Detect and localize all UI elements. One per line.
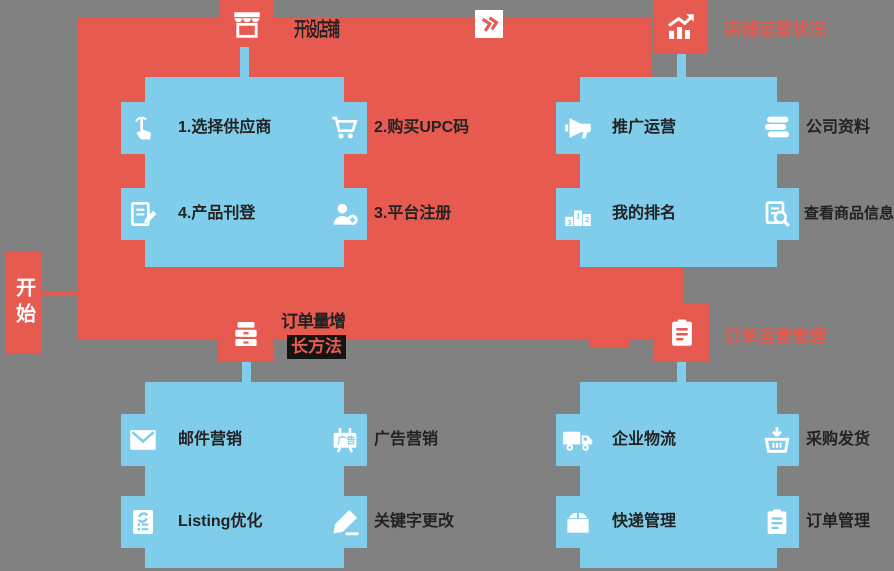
order-growth-item-tab: [323, 496, 367, 548]
order-management-item-tab: [556, 414, 600, 466]
order-growth-item-label: 邮件营销: [178, 431, 243, 448]
order-management-item-tab: [556, 496, 600, 548]
order-growth-item-label: Listing优化: [178, 513, 263, 530]
open-store-title: 开设店铺: [294, 19, 340, 41]
open-store-item-label: 2.购买UPC码: [374, 119, 470, 136]
store-status-item-label: 我的排名: [612, 205, 677, 222]
ranking-podium-icon: 3 1 2: [561, 197, 595, 231]
order-management-item-label: 订单管理: [806, 513, 871, 530]
document-refresh-icon: [127, 506, 159, 538]
document-search-icon: [761, 198, 793, 230]
double-chevron-icon: [477, 13, 501, 35]
storage-box-icon: [561, 505, 595, 539]
open-store-item-tab: [121, 188, 165, 240]
order-management-item-tab: [755, 414, 799, 466]
svg-text:1: 1: [576, 211, 581, 220]
shopping-cart-icon: [329, 112, 361, 144]
start-connector-line: [42, 291, 78, 296]
store-status-title-icon-square: [654, 0, 708, 54]
start-node: 开始: [5, 252, 42, 353]
megaphone-icon: [561, 111, 595, 145]
store-status-panel: [580, 77, 777, 267]
store-status-title: 店铺运营状况: [724, 20, 826, 39]
drawer-box-icon: [229, 317, 263, 351]
product-listing-icon: [127, 198, 159, 230]
order-growth-item-tab: [121, 496, 165, 548]
order-management-item-label: 企业物流: [612, 431, 677, 448]
store-status-item-tab: [755, 102, 799, 154]
order-management-item-label: 快递管理: [612, 513, 677, 530]
order-growth-title-line1: 订单量增: [281, 312, 346, 331]
basket-download-icon: [760, 423, 794, 457]
person-add-icon: [329, 198, 361, 230]
red-block-bottom-tab: [590, 340, 630, 348]
billboard-icon: 广告: [328, 423, 362, 457]
order-management-item-label: 采购发货: [806, 431, 871, 448]
svg-text:2: 2: [585, 215, 589, 224]
open-store-item-label: 4.产品刊登: [178, 205, 256, 222]
order-management-title-icon-square: [654, 304, 710, 362]
clipboard-icon: [761, 506, 793, 538]
open-store-panel: [145, 77, 344, 267]
books-icon: [760, 111, 794, 145]
order-growth-connector: [242, 362, 251, 382]
open-store-item-label: 3.平台注册: [374, 205, 452, 222]
hand-click-icon: [127, 112, 159, 144]
svg-text:3: 3: [567, 218, 571, 227]
storefront-icon: [230, 8, 264, 42]
open-store-title-icon-square: [220, 0, 274, 50]
order-management-title: 订单运营管理: [724, 327, 826, 346]
svg-text:广告: 广告: [337, 435, 355, 446]
store-status-item-tab: [556, 102, 600, 154]
open-store-connector: [240, 47, 249, 78]
order-management-panel: [580, 382, 777, 568]
pencil-icon: [328, 505, 362, 539]
open-store-item-tab: [323, 102, 367, 154]
truck-icon: [560, 422, 596, 458]
envelope-icon: [126, 423, 160, 457]
flow-step-marker: [475, 10, 503, 38]
store-status-item-label: 推广运营: [612, 119, 677, 136]
order-growth-item-label: 关键字更改: [374, 513, 455, 530]
store-status-item-tab: [755, 188, 799, 240]
order-growth-item-tab: 广告: [323, 414, 367, 466]
store-status-item-tab: 3 1 2: [556, 188, 600, 240]
open-store-item-label: 1.选择供应商: [178, 119, 272, 136]
order-management-item-tab: [755, 496, 799, 548]
open-store-item-tab: [323, 188, 367, 240]
clipboard-icon: [665, 316, 699, 350]
order-growth-panel: [145, 382, 344, 568]
store-status-item-label: 查看商品信息: [804, 205, 894, 222]
order-growth-item-tab: [121, 414, 165, 466]
open-store-item-tab: [121, 102, 165, 154]
order-growth-title-line2: 长方法: [287, 335, 346, 359]
order-growth-title-icon-square: [218, 305, 274, 362]
growth-chart-icon: [663, 9, 699, 45]
order-management-connector: [677, 362, 686, 382]
start-label: 开始: [12, 276, 35, 329]
store-status-item-label: 公司资料: [806, 119, 871, 136]
store-status-connector: [677, 54, 686, 77]
order-growth-item-label: 广告营销: [374, 431, 439, 448]
